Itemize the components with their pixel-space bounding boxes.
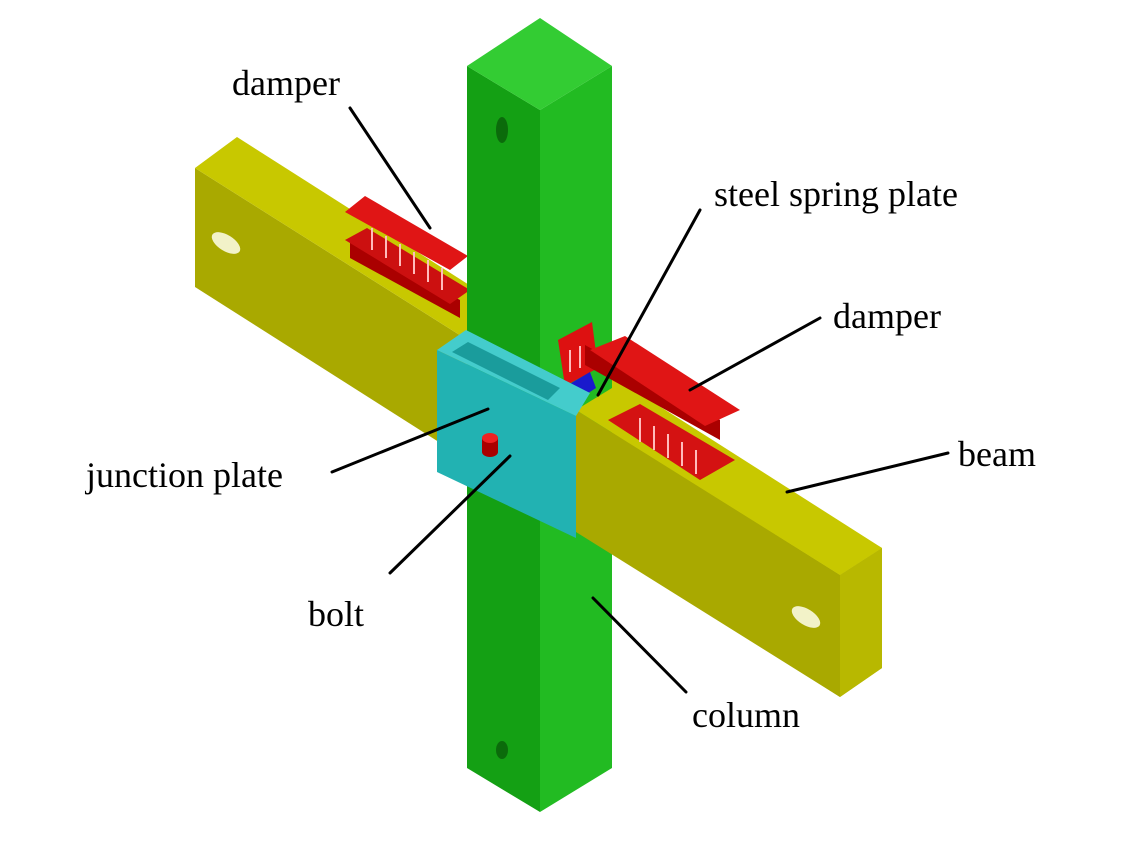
damper-left-ribs bbox=[371, 228, 443, 290]
junction-plate-front bbox=[437, 350, 576, 538]
leader-bolt bbox=[388, 454, 512, 575]
beam-front-face-right bbox=[576, 410, 840, 697]
leader-beam bbox=[785, 451, 950, 494]
leader-damper-right bbox=[688, 316, 822, 392]
damper-left-bottom-flange bbox=[345, 228, 470, 304]
beam-end-face-redraw bbox=[840, 548, 882, 697]
leader-lines bbox=[330, 106, 950, 694]
damper-right-end-plate bbox=[558, 322, 598, 386]
column-hole-bottom bbox=[496, 741, 508, 759]
leader-steel-spring-plate bbox=[596, 208, 702, 397]
label-column: column bbox=[692, 695, 800, 735]
leader-column bbox=[591, 596, 688, 694]
bolt bbox=[482, 433, 498, 457]
beam-slot-hole-left bbox=[211, 232, 241, 254]
label-bolt: bolt bbox=[308, 594, 364, 634]
callout-labels: damper steel spring plate damper beam ju… bbox=[84, 63, 1036, 735]
junction-plate-inner bbox=[452, 342, 560, 400]
leader-junction-plate bbox=[330, 407, 490, 474]
leader-damper-top bbox=[348, 106, 432, 230]
damper-left-top-flange bbox=[345, 196, 468, 270]
label-beam: beam bbox=[958, 434, 1036, 474]
damper-left bbox=[345, 196, 470, 318]
label-junction-plate: junction plate bbox=[84, 455, 283, 495]
label-damper-top: damper bbox=[232, 63, 340, 103]
damper-right-ribs bbox=[569, 346, 697, 474]
column-top-face bbox=[467, 18, 612, 110]
label-steel-spring-plate: steel spring plate bbox=[714, 174, 958, 214]
beam-front-segment bbox=[576, 388, 882, 697]
label-damper-right: damper bbox=[833, 296, 941, 336]
junction-plate bbox=[437, 330, 590, 538]
damper-right bbox=[558, 322, 740, 480]
column-hole-top bbox=[496, 117, 508, 143]
damper-right-top-flange bbox=[590, 336, 740, 426]
beam-slot-hole-right-redraw bbox=[791, 606, 821, 628]
